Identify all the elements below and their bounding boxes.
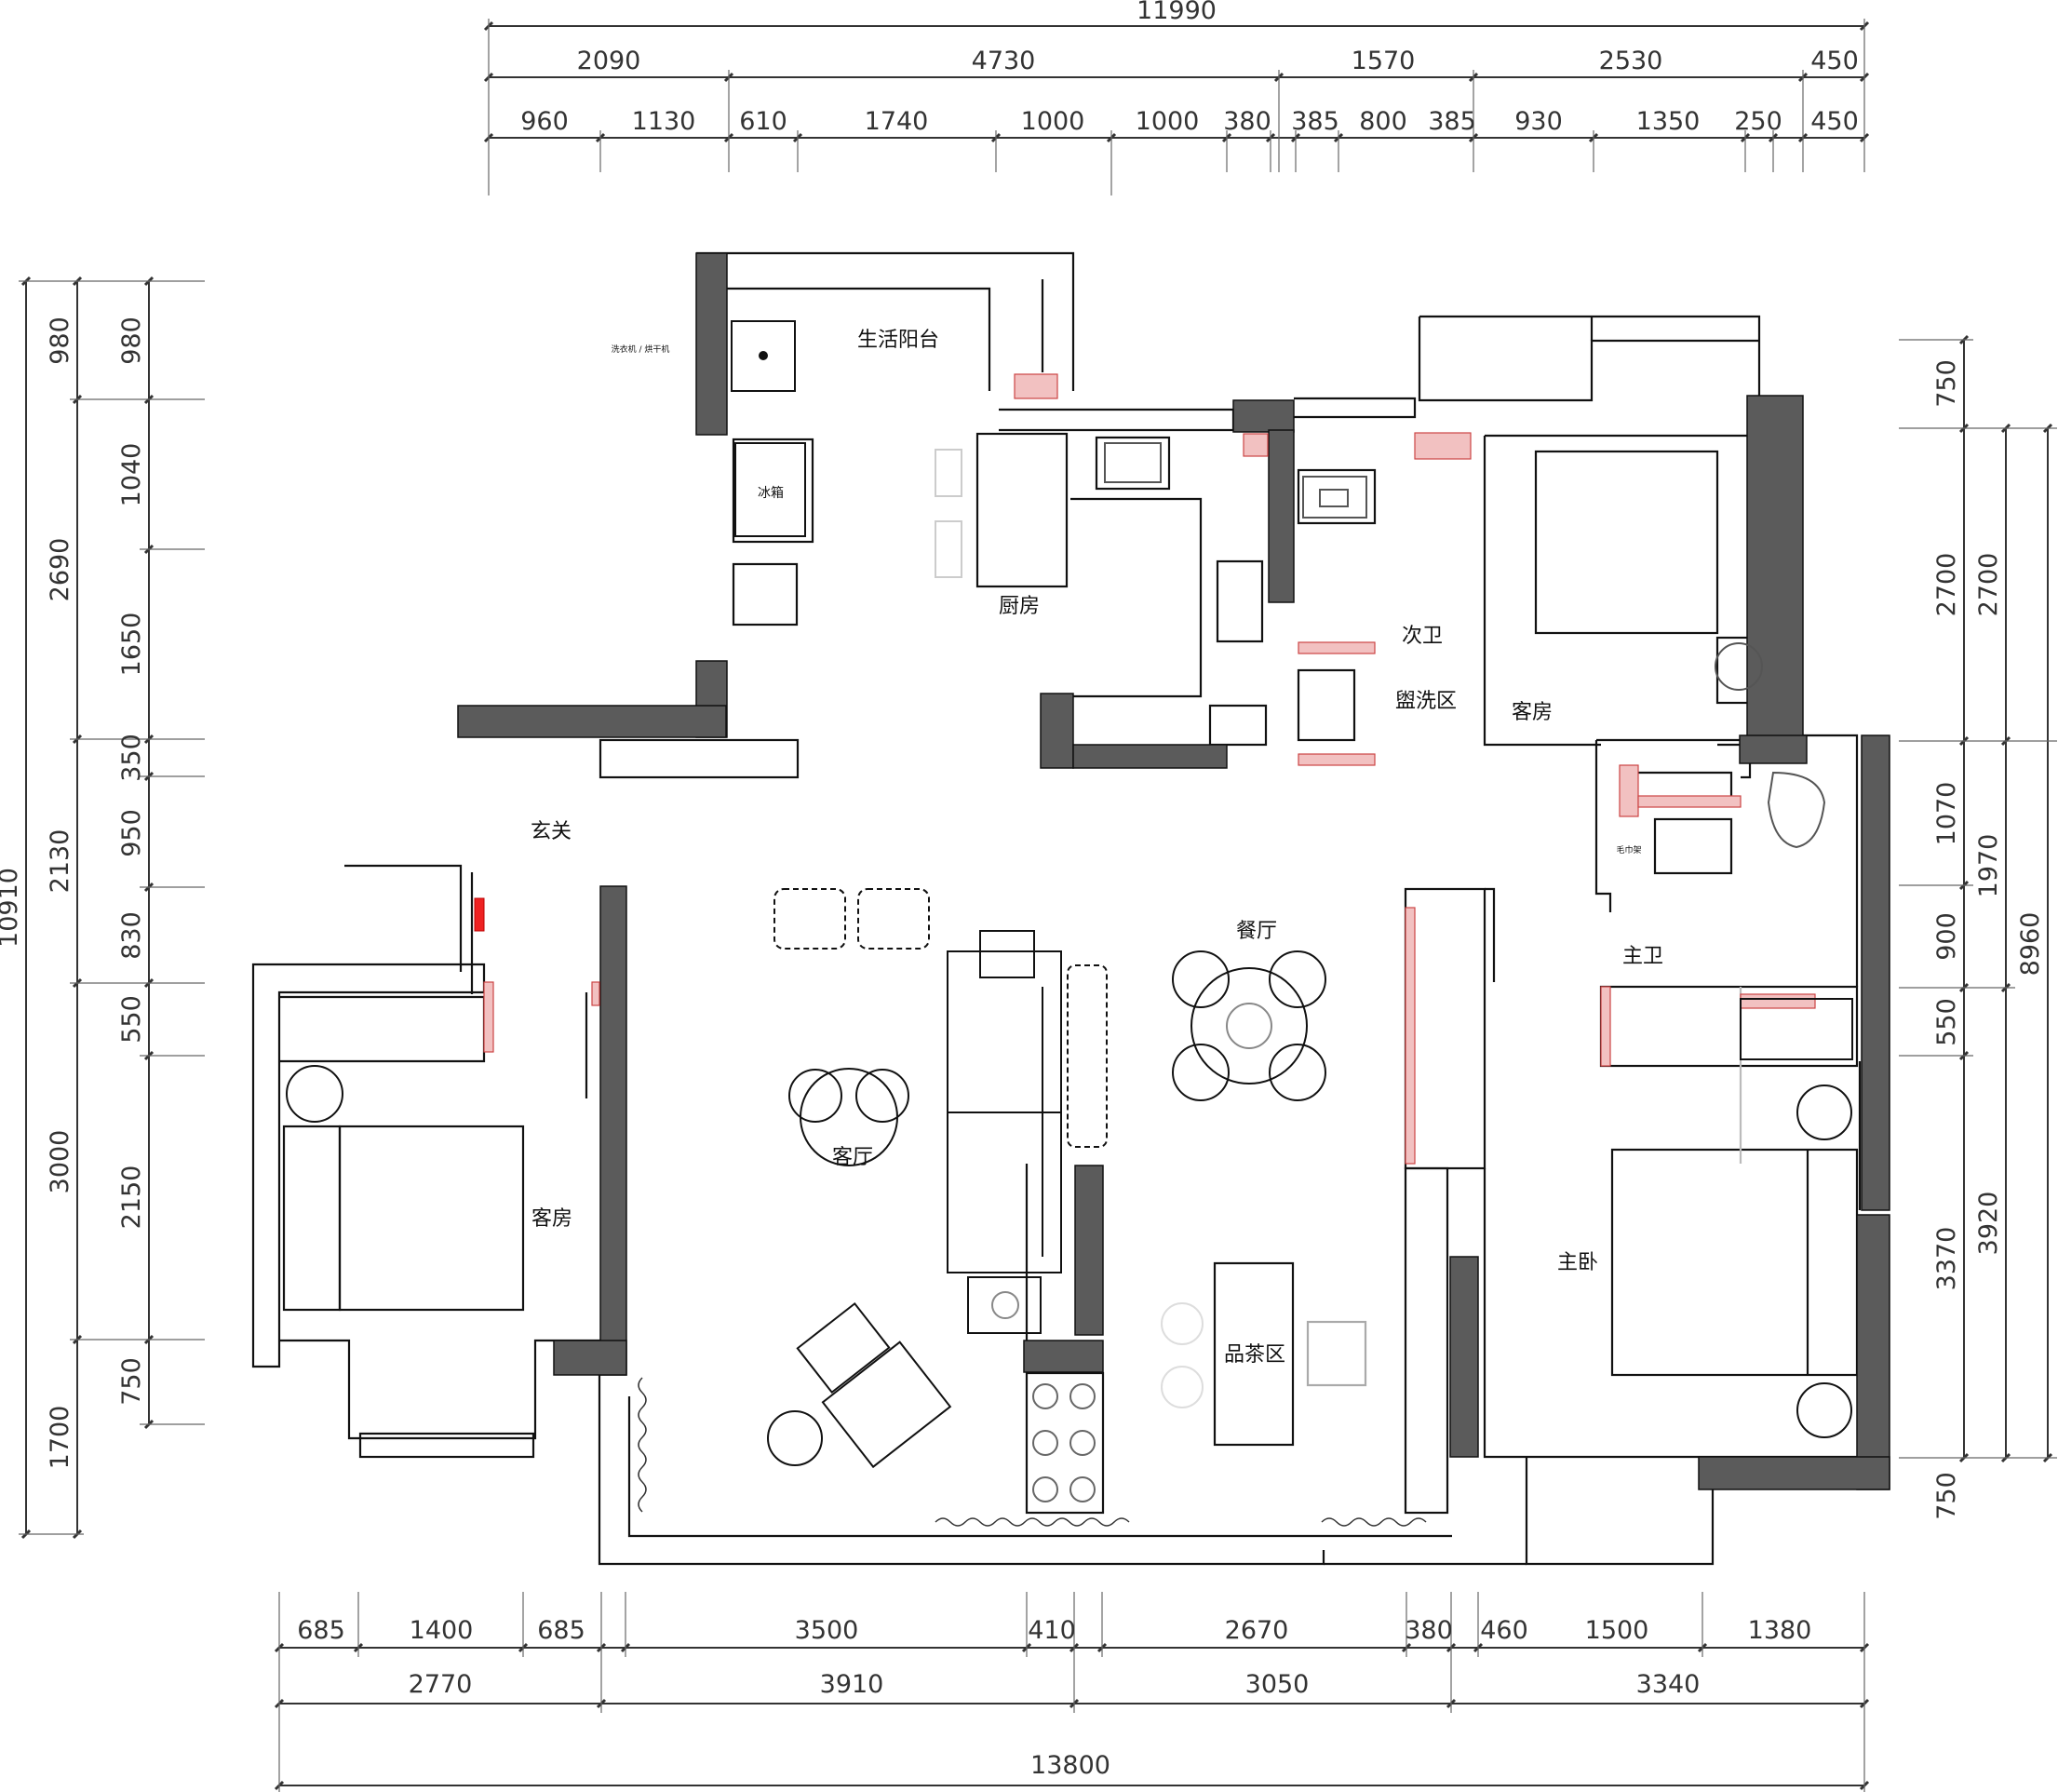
dim-right-750b: 750 — [1932, 1472, 1961, 1520]
dim-bottom-1400: 1400 — [410, 1616, 474, 1645]
label-foyer: 玄关 — [531, 820, 572, 843]
curtains — [638, 1377, 1427, 1527]
dim-left-2150: 2150 — [117, 1165, 146, 1230]
dim-right-3370: 3370 — [1932, 1227, 1961, 1291]
dim-bottom-1380: 1380 — [1748, 1616, 1812, 1645]
dim-right-1970: 1970 — [1974, 834, 2003, 898]
dim-top-380: 380 — [1223, 107, 1271, 136]
dim-top-4730: 4730 — [972, 47, 1036, 75]
dim-bottom-1500: 1500 — [1585, 1616, 1649, 1645]
dim-top-2530: 2530 — [1599, 47, 1663, 75]
top-dimension-labels: 11990 2090 4730 1570 2530 450 960 1130 6… — [520, 0, 1859, 136]
label-kitchen: 厨房 — [999, 595, 1040, 618]
dim-top-1000b: 1000 — [1136, 107, 1200, 136]
dim-bottom-685b: 685 — [537, 1616, 585, 1645]
dim-left-3000: 3000 — [46, 1130, 74, 1194]
label-tea-area: 品茶区 — [1224, 1343, 1285, 1367]
label-washer: 洗衣机 / 烘干机 — [612, 344, 670, 355]
bottom-dimension-labels: 685 1400 685 3500 410 2670 380 460 1500 … — [297, 1616, 1811, 1780]
dim-left-750: 750 — [117, 1357, 146, 1406]
dim-left-1040: 1040 — [117, 443, 146, 507]
red-marker — [474, 897, 485, 932]
dim-left-2690: 2690 — [46, 538, 74, 602]
label-dining: 餐厅 — [1236, 920, 1277, 943]
dim-bottom-380: 380 — [1405, 1616, 1453, 1645]
dim-top-450b: 450 — [1810, 107, 1859, 136]
label-wash-area: 盥洗区 — [1395, 690, 1457, 713]
dim-bottom-2770: 2770 — [409, 1670, 473, 1699]
dim-left-550: 550 — [117, 995, 146, 1044]
extension-lines — [19, 19, 2057, 1792]
dimension-ticks — [20, 20, 2053, 1791]
dim-left-1650: 1650 — [117, 613, 146, 677]
dim-right-2700b: 2700 — [1974, 553, 2003, 617]
dim-top-385a: 385 — [1291, 107, 1339, 136]
dim-right-900: 900 — [1932, 912, 1961, 961]
dim-bottom-460: 460 — [1480, 1616, 1528, 1645]
dimension-lines — [25, 25, 2049, 1786]
label-balcony: 生活阳台 — [857, 329, 939, 352]
label-guest-room-top: 客房 — [1512, 701, 1553, 724]
dim-top-1570: 1570 — [1352, 47, 1416, 75]
label-fridge: 冰箱 — [758, 486, 784, 501]
dim-left-2130: 2130 — [46, 829, 74, 894]
right-dimension-labels: 750 2700 1070 900 550 3370 750 2700 1970… — [1932, 359, 2045, 1520]
dim-top-250: 250 — [1734, 107, 1782, 136]
dim-bottom-total: 13800 — [1030, 1751, 1110, 1780]
dim-top-610: 610 — [739, 107, 787, 136]
dim-left-1700: 1700 — [46, 1406, 74, 1470]
dim-left-980a: 980 — [46, 317, 74, 365]
furniture — [286, 320, 1853, 1502]
dim-left-830: 830 — [117, 911, 146, 960]
dim-left-980b: 980 — [117, 317, 146, 365]
dim-bottom-3500: 3500 — [795, 1616, 859, 1645]
dim-right-total: 8960 — [2016, 912, 2045, 977]
dim-right-2700a: 2700 — [1932, 553, 1961, 617]
dim-top-800: 800 — [1359, 107, 1407, 136]
dim-bottom-410: 410 — [1028, 1616, 1076, 1645]
dim-top-1000a: 1000 — [1021, 107, 1085, 136]
structural-walls — [457, 252, 1890, 1490]
dim-right-550: 550 — [1932, 998, 1961, 1046]
dim-right-3920: 3920 — [1974, 1192, 2003, 1256]
label-guest-room-left: 客房 — [531, 1207, 572, 1231]
dim-top-450a: 450 — [1810, 47, 1859, 75]
dim-right-1070: 1070 — [1932, 782, 1961, 846]
dim-left-total: 10910 — [0, 868, 23, 948]
dim-top-1350: 1350 — [1636, 107, 1701, 136]
dim-bottom-2670: 2670 — [1225, 1616, 1289, 1645]
dim-bottom-3910: 3910 — [820, 1670, 884, 1699]
dim-top-2090: 2090 — [577, 47, 641, 75]
label-master-bath: 主卫 — [1622, 945, 1663, 968]
dim-top-930: 930 — [1514, 107, 1563, 136]
label-living: 客厅 — [832, 1146, 873, 1169]
dim-bottom-3050: 3050 — [1245, 1670, 1310, 1699]
dim-left-950: 950 — [117, 809, 146, 857]
pink-partitions — [483, 373, 1816, 1165]
dim-bottom-3340: 3340 — [1636, 1670, 1701, 1699]
label-guest-wc: 次卫 — [1402, 625, 1443, 648]
dim-top-385b: 385 — [1428, 107, 1476, 136]
label-master-bedroom: 主卧 — [1557, 1251, 1598, 1274]
left-dimension-labels: 10910 980 2690 2130 3000 1700 980 1040 1… — [0, 317, 146, 1469]
dim-top-1130: 1130 — [632, 107, 696, 136]
label-towel: 毛巾架 — [1616, 844, 1641, 856]
dim-right-750a: 750 — [1932, 359, 1961, 408]
dim-top-total: 11990 — [1137, 0, 1217, 25]
dim-left-350: 350 — [117, 734, 146, 782]
dim-bottom-685a: 685 — [297, 1616, 345, 1645]
dim-top-1740: 1740 — [865, 107, 929, 136]
room-labels: 生活阳台 洗衣机 / 烘干机 冰箱 厨房 次卫 盥洗区 客房 玄关 餐厅 客厅 … — [531, 329, 1663, 1367]
dim-top-960: 960 — [520, 107, 569, 136]
